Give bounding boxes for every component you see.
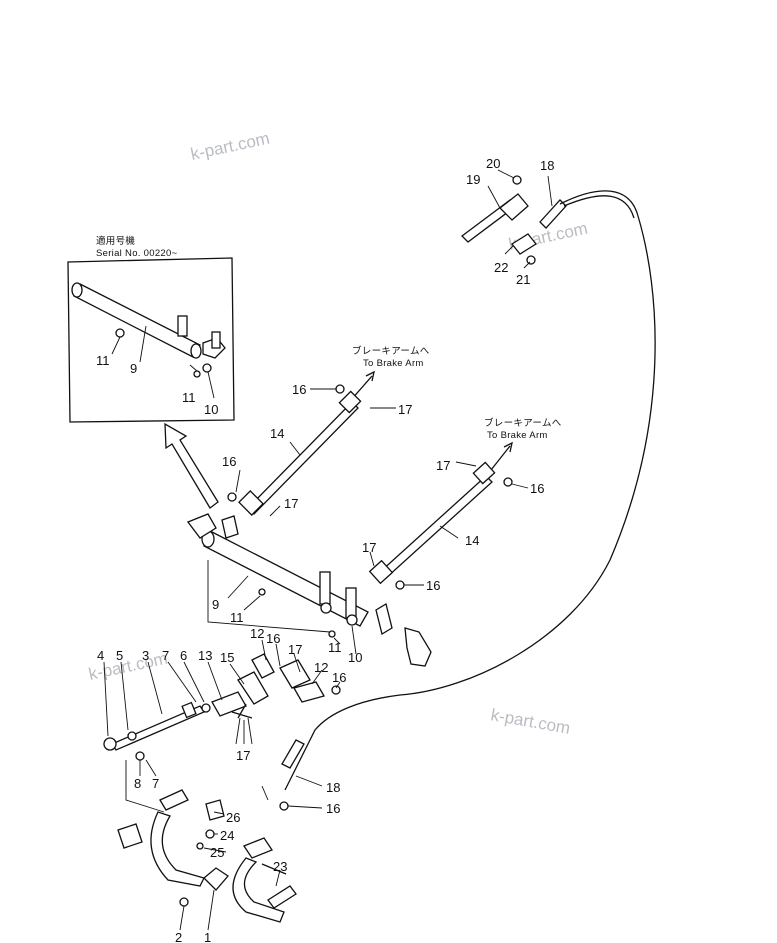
callout-11-b: 11 <box>328 640 342 655</box>
svg-text:To Brake Arm: To Brake Arm <box>487 430 548 441</box>
brake-arm-note-right: ブレーキアームへ To Brake Arm <box>484 417 562 471</box>
callout-14-b: 14 <box>465 533 479 548</box>
svg-text:To Brake Arm: To Brake Arm <box>363 358 424 369</box>
callout-4: 4 <box>97 648 104 663</box>
callout-17-c: 17 <box>436 458 450 473</box>
svg-text:ブレーキアームへ: ブレーキアームへ <box>484 417 562 429</box>
callout-20: 20 <box>486 156 500 171</box>
callout-16-g: 16 <box>326 801 340 816</box>
cable-end-lower <box>261 739 323 811</box>
callout-11-inset-a: 11 <box>96 353 110 368</box>
callout-7-a: 7 <box>162 648 169 663</box>
callout-12-a: 12 <box>250 626 264 641</box>
callout-26: 26 <box>226 810 240 825</box>
callout-15: 15 <box>220 650 234 665</box>
callout-5: 5 <box>116 648 123 663</box>
callout-12-b: 12 <box>314 660 328 675</box>
callout-6: 6 <box>180 648 187 663</box>
callout-13: 13 <box>198 648 212 663</box>
callout-7-b: 7 <box>152 776 159 791</box>
callout-23: 23 <box>273 859 287 874</box>
cross-shaft-9 <box>186 513 432 667</box>
callout-21: 21 <box>516 272 530 287</box>
callout-16-c: 16 <box>530 481 544 496</box>
serial-inset: 適用号機 Serial No. 00220~ <box>67 235 235 423</box>
callout-16-e: 16 <box>266 631 280 646</box>
callout-10: 10 <box>348 650 362 665</box>
callout-8: 8 <box>134 776 141 791</box>
callout-18-top: 18 <box>540 158 554 173</box>
callout-22: 22 <box>494 260 508 275</box>
callout-17-d: 17 <box>362 540 376 555</box>
watermark-right: k-part.com <box>489 705 571 738</box>
callout-1: 1 <box>204 930 211 943</box>
callout-labels: 20 18 19 22 21 11 9 11 10 16 17 14 16 17… <box>96 156 554 943</box>
pedal-linkage <box>103 639 341 777</box>
callout-19: 19 <box>466 172 480 187</box>
svg-text:ブレーキアームへ: ブレーキアームへ <box>352 345 430 357</box>
callout-17-f: 17 <box>236 748 250 763</box>
callout-9: 9 <box>212 597 219 612</box>
brake-arm-note-top: ブレーキアームへ To Brake Arm <box>350 345 430 401</box>
pedal-assembly <box>117 760 297 931</box>
callout-24: 24 <box>220 828 234 843</box>
serial-label-jp: 適用号機 <box>96 235 135 247</box>
callout-3: 3 <box>142 648 149 663</box>
callout-18-bottom: 18 <box>326 780 340 795</box>
callout-11-inset-b: 11 <box>182 390 196 405</box>
callout-17-a: 17 <box>398 402 412 417</box>
callout-17-b: 17 <box>284 496 298 511</box>
inset-arrow <box>164 422 219 509</box>
upper-lever-assembly <box>461 169 567 269</box>
callout-2: 2 <box>175 930 182 943</box>
callout-14-a: 14 <box>270 426 284 441</box>
rod-14-left <box>227 384 396 517</box>
callout-25: 25 <box>210 845 224 860</box>
watermark-top: k-part.com <box>189 129 271 164</box>
serial-label-en: Serial No. 00220~ <box>96 248 178 259</box>
callout-16-b: 16 <box>222 454 236 469</box>
rod-14-right <box>368 461 529 590</box>
callout-17-e: 17 <box>288 642 302 657</box>
callout-11-a: 11 <box>230 610 244 625</box>
callout-16-d: 16 <box>426 578 440 593</box>
callout-16-a: 16 <box>292 382 306 397</box>
callout-16-f: 16 <box>332 670 346 685</box>
callout-10-inset: 10 <box>204 402 218 417</box>
callout-9-inset: 9 <box>130 361 137 376</box>
brake-cable <box>284 190 656 791</box>
